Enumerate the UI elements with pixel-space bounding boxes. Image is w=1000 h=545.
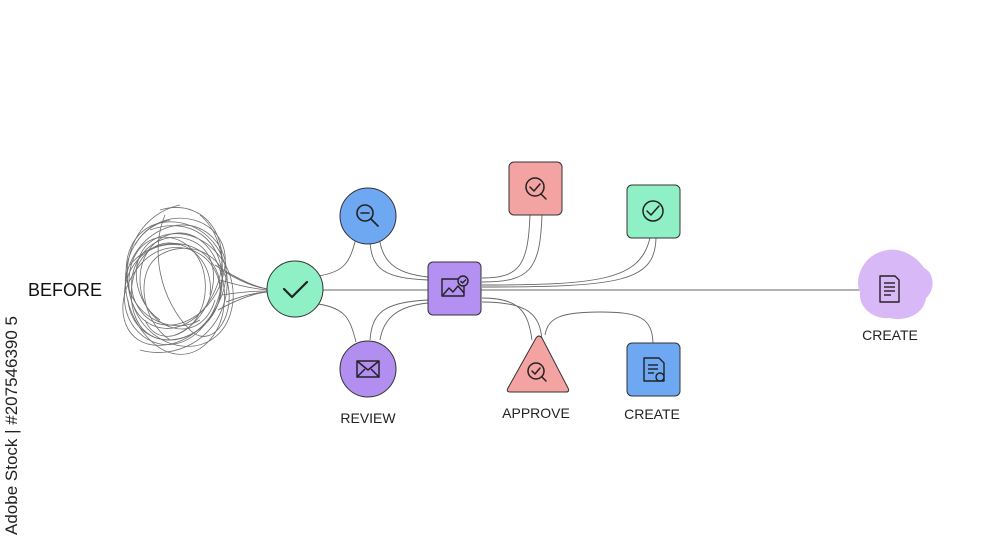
final-create-node[interactable] (858, 249, 933, 320)
image-check-icon (441, 275, 469, 297)
document-icon (879, 275, 900, 303)
tangled-scribble (122, 204, 234, 355)
final-create-label: CREATE (862, 327, 918, 343)
hub-square-node[interactable] (427, 261, 482, 316)
review-label: REVIEW (340, 410, 396, 426)
search-check-icon (525, 177, 547, 200)
before-label: BEFORE (28, 280, 103, 300)
stock-credit: Adobe Stock | #207546390 5 (2, 316, 21, 535)
create-square-node[interactable] (626, 342, 681, 397)
search-check-icon (527, 362, 547, 382)
approve-label: APPROVE (502, 405, 570, 421)
check-circle-icon (642, 200, 664, 222)
start-check-node[interactable] (266, 260, 324, 318)
converging-strands (214, 264, 269, 311)
document-icon (643, 357, 665, 382)
review-circle-node[interactable] (339, 340, 397, 398)
approve-triangle-node[interactable] (506, 335, 570, 393)
search-circle-node[interactable] (339, 187, 397, 245)
check-square-node[interactable] (626, 184, 681, 239)
connector-lines (317, 214, 862, 344)
check-icon (282, 280, 309, 299)
search-minus-icon (356, 204, 379, 227)
envelope-icon (356, 360, 380, 378)
create-label: CREATE (624, 406, 680, 422)
search-check-square-node[interactable] (508, 161, 563, 216)
